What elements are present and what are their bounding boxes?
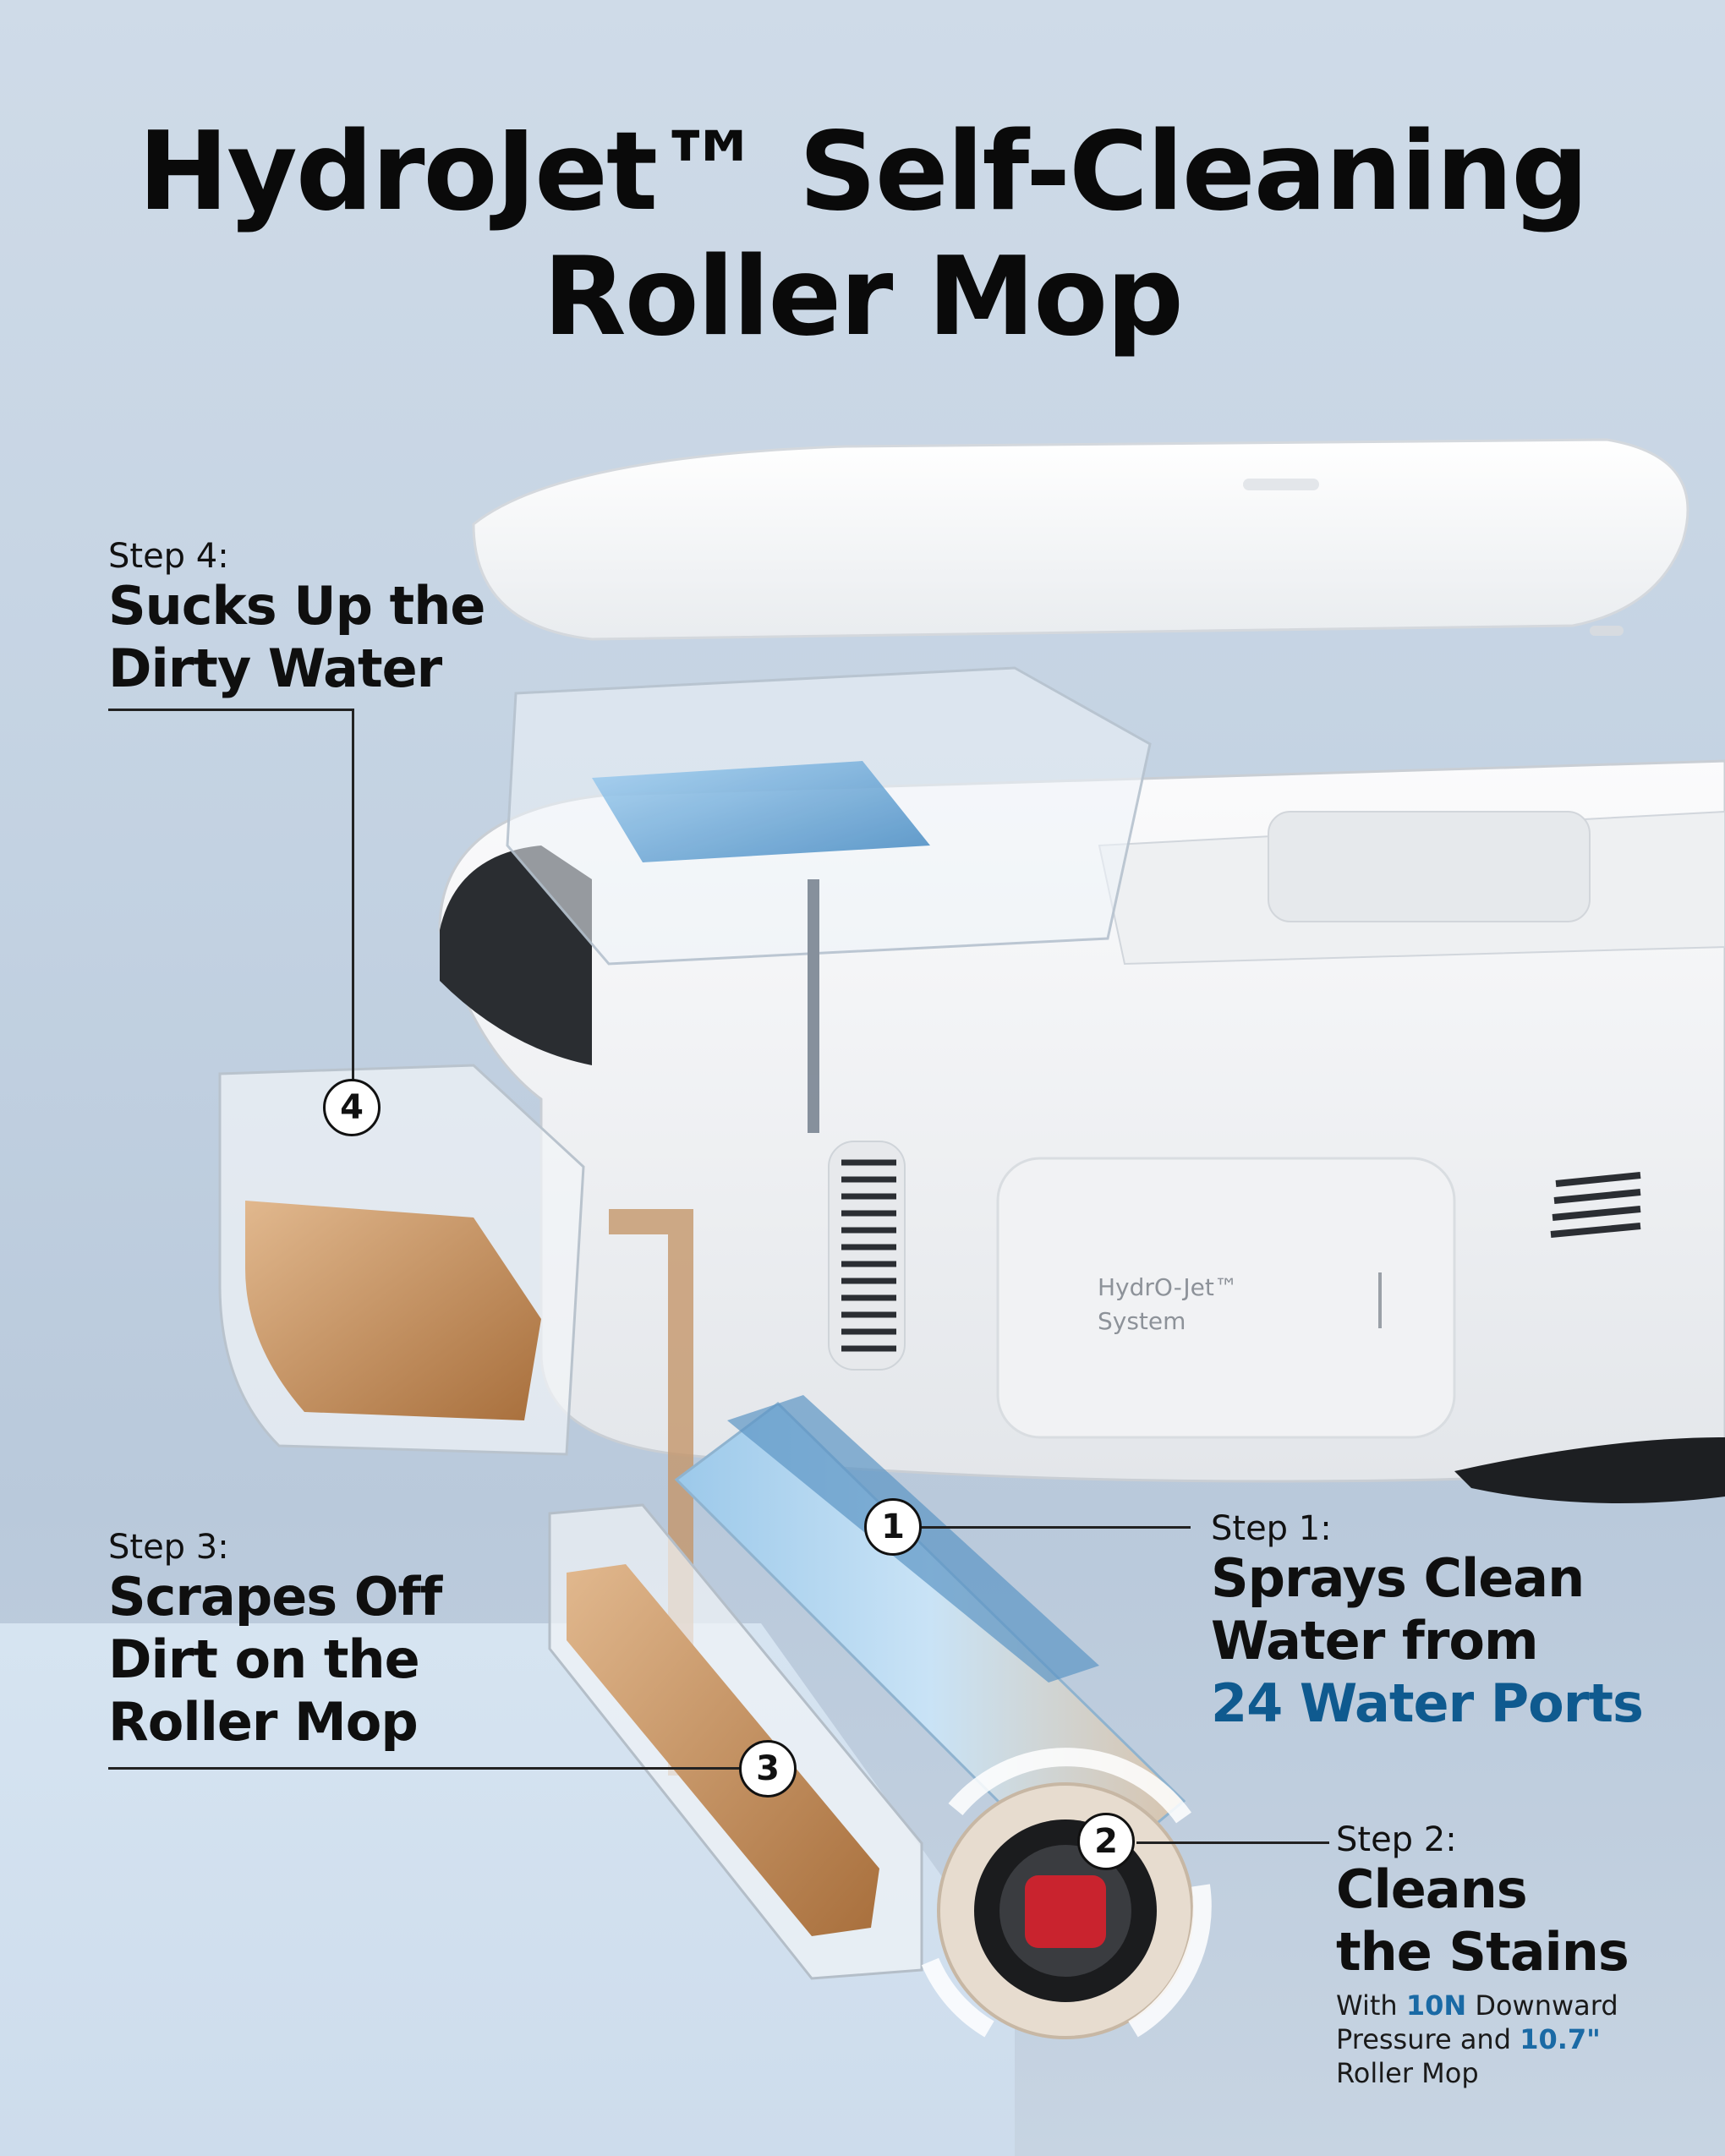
step-4-label: Step 4: <box>108 537 229 576</box>
vent-grille <box>828 1141 906 1371</box>
step-4-heading-line-2: Dirty Water <box>108 637 442 699</box>
title-line-1: HydroJet™ Self-Cleaning <box>138 109 1589 235</box>
step-3-heading-line-2: Dirt on the <box>108 1628 420 1690</box>
clean-water-tank <box>506 666 1152 1133</box>
step-2-detail-mid: Downward <box>1475 1989 1618 2022</box>
step-3-label: Step 3: <box>108 1528 229 1567</box>
step-1-badge: 1 <box>864 1498 922 1556</box>
leader-line-step4-h <box>108 709 353 711</box>
scraper-tray <box>548 1503 923 1980</box>
step-4-badge: 4 <box>323 1079 381 1136</box>
step-1-heading: Sprays Clean Water from 24 Water Ports <box>1211 1547 1644 1735</box>
step-2-detail-prefix: With <box>1336 1989 1398 2022</box>
page-title: HydroJet™ Self-Cleaning Roller Mop <box>0 110 1725 360</box>
step-2-detail-force: 10N <box>1405 1989 1467 2022</box>
step-1-heading-line-1: Sprays Clean <box>1211 1547 1585 1609</box>
step-2-badge: 2 <box>1077 1813 1135 1870</box>
product-print-line-2: System <box>1098 1307 1186 1335</box>
step-4-heading: Sucks Up the Dirty Water <box>108 575 485 700</box>
step-1-label: Step 1: <box>1211 1509 1332 1548</box>
step-4-heading-line-1: Sucks Up the <box>108 575 485 637</box>
side-vent <box>1550 1172 1641 1238</box>
step-2-detail-line-2-prefix: Pressure and <box>1336 2023 1512 2055</box>
step-1-heading-line-3: 24 Water Ports <box>1211 1672 1644 1734</box>
step-3-badge: 3 <box>739 1740 797 1798</box>
product-print-line-1: HydrO-Jet™ <box>1098 1273 1238 1301</box>
leader-line-step2 <box>1136 1841 1329 1844</box>
step-2-detail-line-3: Roller Mop <box>1336 2057 1479 2089</box>
step-2-label: Step 2: <box>1336 1820 1457 1859</box>
step-1-heading-line-2: Water from <box>1211 1610 1539 1672</box>
step-2-heading: Cleans the Stains <box>1336 1858 1629 1984</box>
step-3-heading: Scrapes Off Dirt on the Roller Mop <box>108 1566 442 1754</box>
step-3-heading-line-3: Roller Mop <box>108 1691 419 1753</box>
step-2-heading-line-2: the Stains <box>1336 1921 1629 1983</box>
step-3-heading-line-1: Scrapes Off <box>108 1566 442 1628</box>
step-2-detail-line-2: Pressure and 10.7" <box>1336 2022 1717 2056</box>
step-2-detail-line-1: With 10N Downward <box>1336 1989 1717 2022</box>
top-lid <box>472 438 1689 641</box>
leader-line-step1 <box>920 1526 1191 1529</box>
step-2-detail-length: 10.7" <box>1520 2023 1601 2055</box>
title-line-2: Roller Mop <box>543 234 1184 360</box>
step-2-heading-line-1: Cleans <box>1336 1858 1528 1920</box>
leader-line-step4-v <box>352 709 354 1108</box>
leader-line-step3 <box>108 1767 756 1770</box>
step-2-detail: With 10N Downward Pressure and 10.7" Rol… <box>1336 1989 1717 2090</box>
